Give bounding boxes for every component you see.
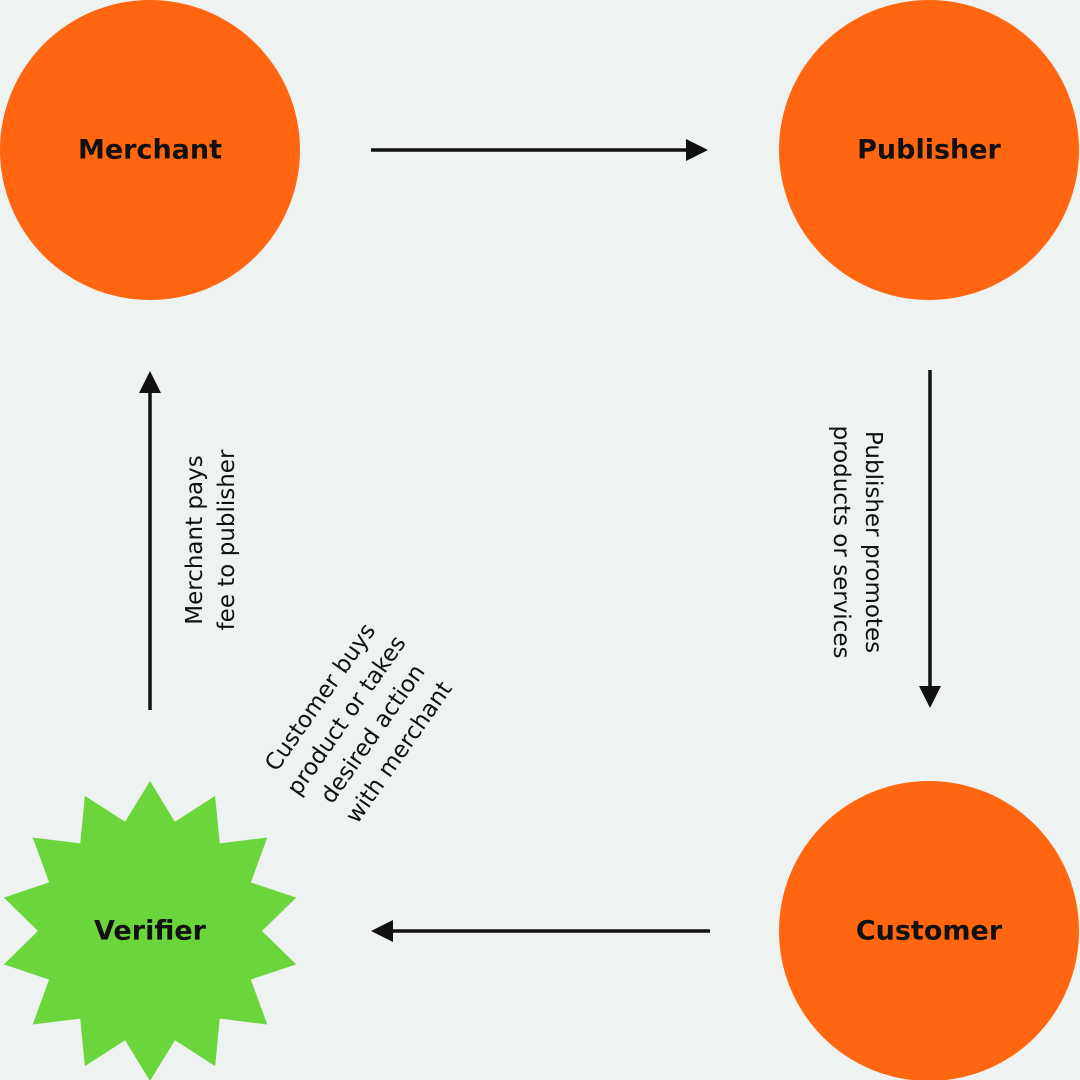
verifier-node [3,781,297,1080]
label-customer-buys: Customer buys product or takes desired a… [260,619,458,828]
label-line: Publisher promotes [860,431,886,653]
label-line: fee to publisher [214,449,240,630]
arrow-publisher-to-customer [919,370,941,708]
publisher-node [779,0,1079,300]
merchant-label: Merchant [78,135,222,166]
label-merchant-pays: Merchant pays fee to publisher [182,449,240,630]
arrow-customer-to-verifier [371,920,710,942]
customer-node [779,781,1079,1080]
arrow-merchant-to-publisher [371,139,708,161]
customer-label: Customer [856,916,1003,947]
arrow-verifier-to-merchant [139,371,161,710]
label-line: Merchant pays [182,455,208,624]
merchant-node [0,0,300,300]
label-line: products or services [828,426,854,659]
publisher-label: Publisher [857,135,1001,166]
label-publisher-promotes: Publisher promotes products or services [828,426,886,659]
arrow-head-right-icon [686,139,708,161]
arrow-head-up-icon [139,371,161,393]
arrow-head-left-icon [371,920,393,942]
arrow-head-down-icon [919,686,941,708]
verifier-label: Verifier [94,916,207,947]
